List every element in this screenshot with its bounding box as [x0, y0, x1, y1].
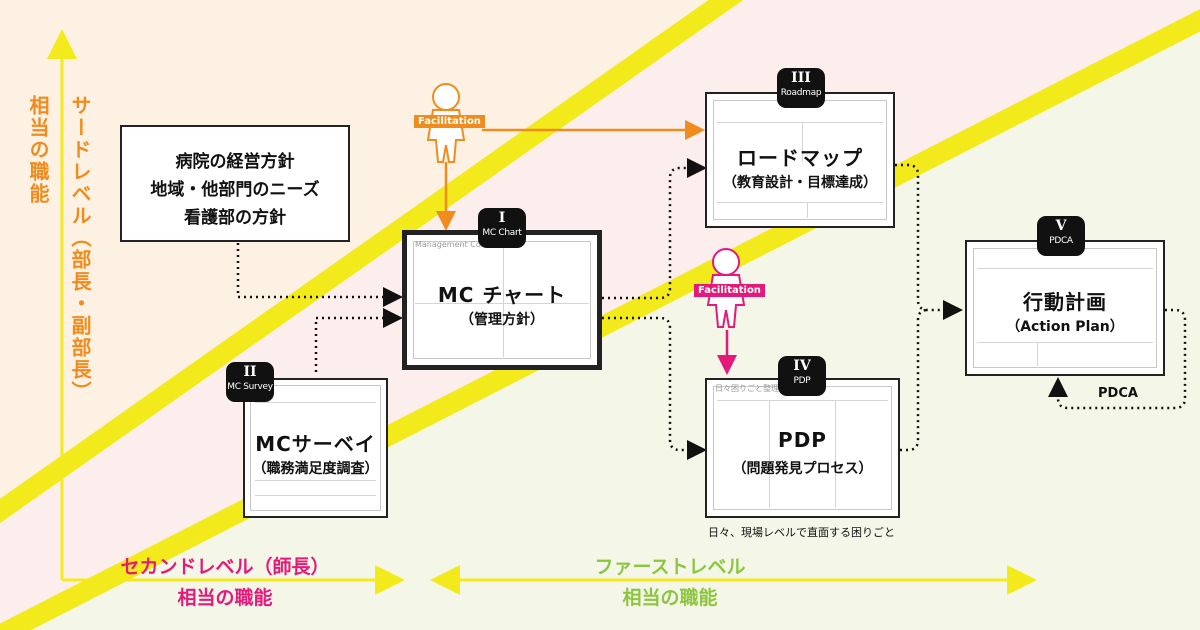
survey-to-chart-arrow	[314, 308, 403, 372]
sheet-divider	[769, 400, 770, 508]
pdca-loop-label: PDCA	[1098, 386, 1138, 401]
yellow-divider-upper	[0, 0, 744, 524]
step-subtitle: （教育設計・目標達成）	[723, 175, 877, 191]
sheet-divider	[415, 303, 589, 304]
step-title: MC チャート	[437, 283, 567, 307]
step-badge-pdca: V PDCA	[1037, 216, 1085, 256]
chart-to-roadmap-arrow	[602, 158, 707, 300]
policy-box: 病院の経営方針 地域・他部門のニーズ 看護部の方針	[120, 125, 350, 242]
pdp-to-pdca-arrow	[900, 308, 929, 452]
roadmap-to-pdca-arrow	[895, 163, 963, 320]
badge-label: MC Survey	[227, 382, 273, 392]
sheet-divider	[802, 122, 803, 162]
step-title: 行動計画	[1023, 290, 1107, 314]
step-badge-mc-survey: II MC Survey	[226, 362, 274, 402]
pdca-card: 行動計画 （Action Plan）	[965, 240, 1165, 376]
badge-numeral: IV	[793, 358, 811, 374]
step-subtitle: （職務満足度調査）	[252, 461, 379, 477]
sheet-thumbnail	[250, 385, 381, 511]
sheet-heading: Management Consu...	[415, 240, 503, 249]
roadmap-card: ロードマップ （教育設計・目標達成）	[705, 92, 895, 228]
step-badge-mc-chart: I MC Chart	[478, 208, 526, 248]
step-badge-roadmap: III Roadmap	[777, 68, 825, 108]
sheet-heading: 日々困りごと整理シート	[715, 384, 803, 393]
sheet-divider	[977, 342, 1153, 343]
third-level-role-label: 相当の職能	[26, 95, 50, 205]
step-subtitle: （問題発見プロセス）	[732, 461, 873, 477]
sheet-divider	[255, 495, 376, 496]
badge-label: Roadmap	[780, 88, 822, 98]
facilitation-tag-top: Facilitation	[414, 115, 485, 128]
badge-label: PDCA	[1049, 236, 1073, 246]
policy-line: 地域・他部門のニーズ	[150, 180, 320, 200]
sheet-divider	[255, 402, 376, 403]
chart-to-pdp-arrow	[602, 316, 707, 460]
badge-numeral: V	[1055, 218, 1067, 234]
step-subtitle: （管理方針）	[460, 312, 544, 328]
pdca-loop-arrow	[1048, 308, 1187, 410]
step-title: MCサーベイ	[255, 432, 376, 456]
sheet-divider	[717, 122, 883, 123]
badge-label: MC Chart	[482, 228, 522, 238]
facilitation-tag-middle: Facilitation	[694, 284, 765, 297]
third-level-label: サードレベル（部長・副部長）	[68, 95, 92, 403]
policy-line: 看護部の方針	[184, 208, 286, 228]
sheet-divider	[1037, 342, 1038, 366]
sheet-divider	[835, 400, 836, 508]
second-level-label: セカンドレベル（師長）	[120, 556, 330, 578]
sheet-divider	[717, 400, 888, 401]
sheet-divider	[503, 247, 504, 357]
step-badge-pdp: IV PDP	[778, 356, 826, 396]
sheet-divider	[977, 268, 1153, 269]
badge-numeral: III	[791, 70, 811, 86]
first-level-label: ファーストレベル	[594, 556, 746, 578]
badge-numeral: I	[498, 210, 506, 226]
step-title: ロードマップ	[737, 146, 863, 170]
sheet-divider	[807, 202, 808, 218]
mc-chart-card: Management Consu... MC チャート （管理方針）	[402, 230, 602, 370]
policy-to-chart-arrow	[236, 243, 403, 307]
badge-numeral: II	[243, 364, 257, 380]
sheet-divider	[717, 202, 883, 203]
step-subtitle: （Action Plan）	[1006, 319, 1124, 335]
badge-label: PDP	[793, 376, 811, 386]
step-title: PDP	[778, 428, 827, 452]
policy-line: 病院の経営方針	[175, 152, 295, 172]
first-level-role-label: 相当の職能	[622, 587, 718, 609]
pdp-card: 日々困りごと整理シート PDP （問題発見プロセス）	[705, 378, 900, 518]
sheet-divider	[255, 480, 376, 481]
second-level-role-label: 相当の職能	[177, 587, 273, 609]
pdp-caption: 日々、現場レベルで直面する困りごと	[708, 526, 895, 539]
